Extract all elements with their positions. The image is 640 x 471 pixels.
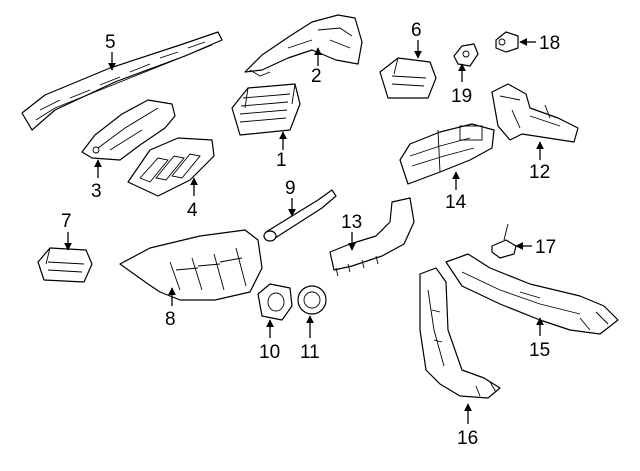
callout-16: 16 (457, 428, 478, 449)
callout-4: 4 (187, 200, 198, 221)
callout-18: 18 (539, 33, 560, 54)
callout-9: 9 (285, 178, 296, 199)
part-6-side-vent (379, 57, 437, 99)
callout-10: 10 (259, 342, 280, 363)
callout-17: 17 (535, 237, 556, 258)
part-16-floor-duct (419, 267, 501, 399)
part-11-ring (297, 285, 327, 315)
callout-13: 13 (341, 212, 362, 233)
callout-14: 14 (445, 192, 467, 213)
part-13-bracket-duct (329, 197, 415, 277)
part-5-defroster-duct (21, 31, 223, 131)
part-8-center-console (119, 229, 263, 301)
part-18-sensor (495, 31, 519, 53)
part-3-side-trim (81, 99, 176, 161)
callout-15: 15 (529, 340, 550, 361)
part-17-screw (491, 223, 517, 259)
callout-1: 1 (276, 150, 287, 171)
callout-6: 6 (411, 20, 422, 41)
callout-8: 8 (165, 309, 176, 330)
callout-5: 5 (105, 32, 116, 53)
part-14-duct-assembly (399, 123, 495, 185)
callout-12: 12 (529, 162, 550, 183)
callout-11: 11 (300, 342, 320, 363)
part-2-upper-duct (244, 14, 363, 77)
callout-7: 7 (61, 211, 72, 232)
part-4-center-vent (127, 137, 215, 197)
part-7-side-vent (37, 247, 93, 283)
part-15-floor-duct (445, 253, 619, 335)
callout-19: 19 (451, 86, 472, 107)
part-10-clip (257, 283, 293, 321)
part-12-rear-duct (491, 83, 579, 143)
part-19-clip (453, 43, 479, 67)
callout-2: 2 (311, 66, 322, 87)
part-9-tube (263, 189, 337, 242)
callout-3: 3 (91, 181, 102, 202)
part-1-vent-louver (231, 83, 301, 136)
